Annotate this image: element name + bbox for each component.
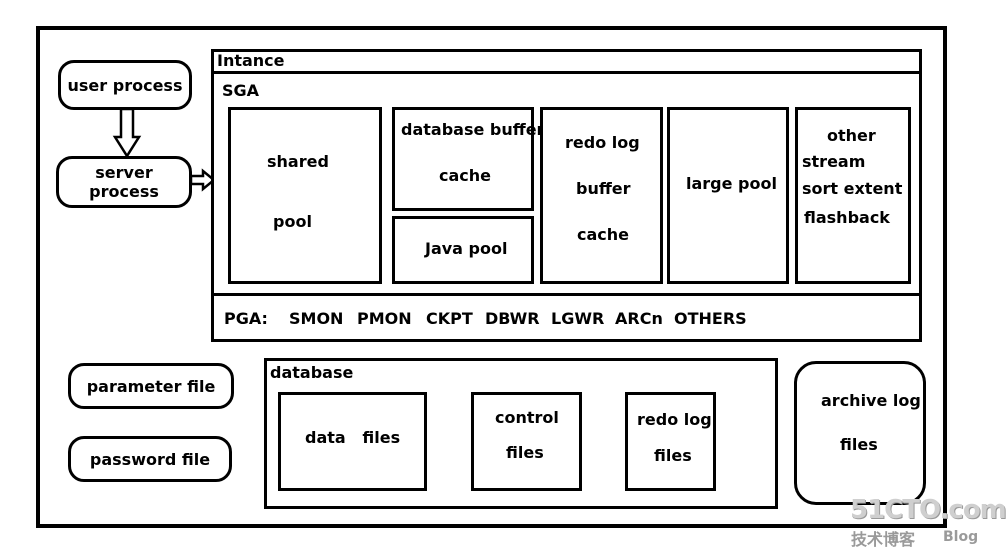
sga-label: SGA [222,81,260,100]
other-label-4: flashback [804,208,890,227]
pmon-label: PMON [357,309,412,328]
password-file-box: password file [68,436,232,482]
control-files-label-2: files [506,443,544,462]
data-files-label: data files [305,428,401,447]
other-label-1: other [827,126,876,145]
java-pool-box [392,216,534,284]
redo-log-buffer-label-2: buffer [576,179,631,198]
shared-pool-label-1: shared [267,152,329,171]
parameter-file-label: parameter file [86,376,216,396]
java-pool-label: Java pool [425,239,508,258]
other-box [795,107,911,284]
instance-title: Intance [217,51,285,70]
password-file-label: password file [89,449,211,469]
user-process-label: user process [67,75,183,95]
data-files-box [278,392,427,491]
archive-log-label-1: archive log [821,391,921,410]
redo-log-files-label-1: redo log [637,410,712,429]
redo-log-buffer-label-3: cache [577,225,630,244]
server-process-box: server process [56,156,192,208]
archive-log-label-2: files [840,435,878,454]
watermark-subtitle: 技术博客 [851,530,916,549]
down-arrow-icon [112,107,142,159]
pga-divider [211,293,922,296]
shared-pool-box [228,107,382,284]
dbwr-label: DBWR [485,309,540,328]
database-title: database [270,363,354,382]
database-buffer-cache-box [392,107,534,211]
shared-pool-label-2: pool [273,212,312,231]
others-label: OTHERS [674,309,747,328]
db-buffer-cache-label-2: cache [439,166,492,185]
watermark-blog: Blog [943,529,979,545]
lgwr-label: LGWR [551,309,605,328]
smon-label: SMON [289,309,344,328]
other-label-2: stream [802,152,866,171]
control-files-box [471,392,582,491]
watermark-brand: 51CTO.com [850,495,1006,525]
large-pool-box [667,107,789,284]
instance-title-divider [211,71,922,74]
ckpt-label: CKPT [426,309,473,328]
right-arrow-icon [189,168,216,192]
arcn-label: ARCn [615,309,663,328]
archive-log-files-box [794,361,926,505]
parameter-file-box: parameter file [68,363,234,409]
redo-log-files-label-2: files [654,446,692,465]
db-buffer-cache-label-1: database buffer [401,120,545,139]
large-pool-label: large pool [686,174,777,193]
pga-label: PGA: [224,309,268,328]
redo-log-buffer-label-1: redo log [565,133,640,152]
redo-log-files-box [625,392,716,491]
other-label-3: sort extent [802,179,903,198]
server-process-label: server process [89,163,159,201]
control-files-label-1: control [495,408,559,427]
user-process-box: user process [58,60,192,110]
redo-log-buffer-cache-box [540,107,663,284]
